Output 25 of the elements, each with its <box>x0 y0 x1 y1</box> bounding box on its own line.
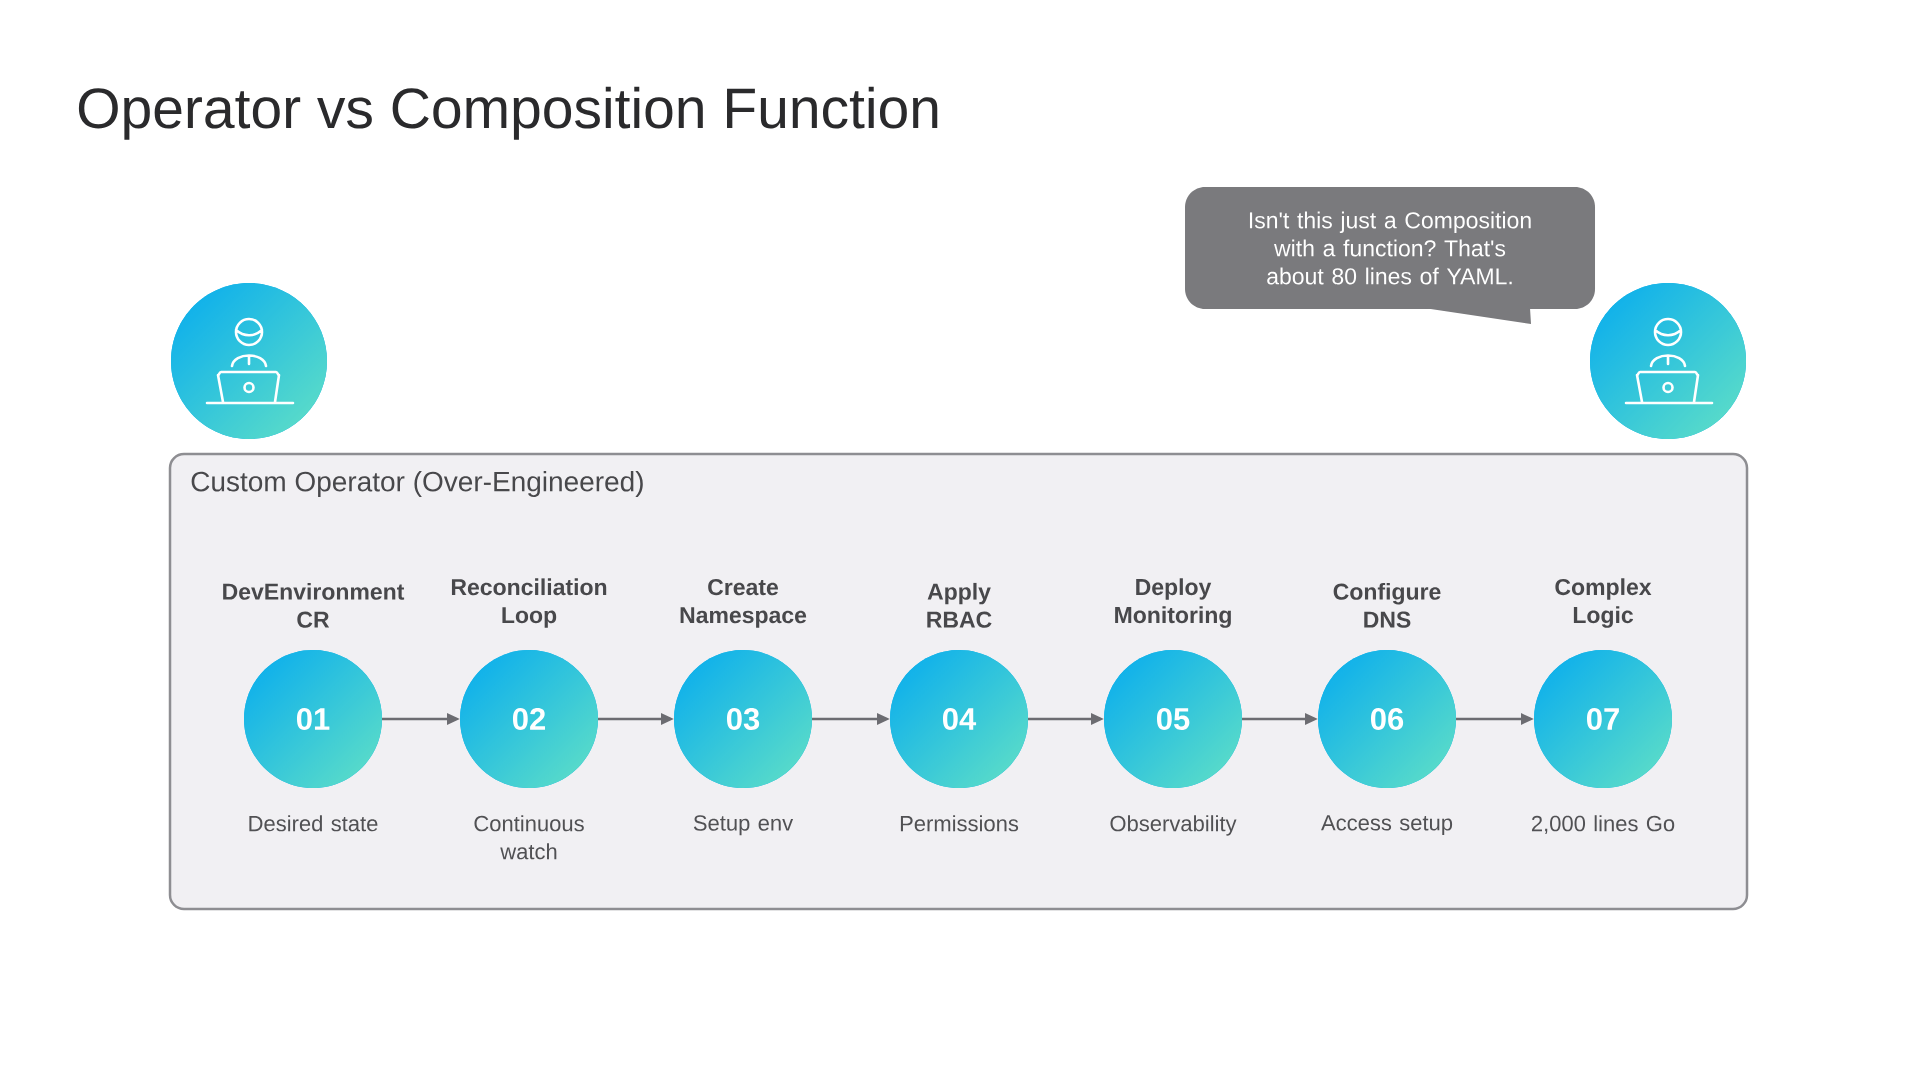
step-caption: Setup env <box>693 815 794 836</box>
title: Operator vs Composition Function <box>78 86 938 140</box>
step-number: 06 <box>1371 708 1404 730</box>
person-avatar <box>1590 283 1746 439</box>
step-heading: Complex Logic <box>1555 578 1652 628</box>
step-heading: Deploy Monitoring <box>1115 578 1231 628</box>
step-heading: Reconciliation Loop <box>451 578 607 628</box>
step-number: 03 <box>727 708 760 730</box>
step-heading: Configure DNS <box>1333 582 1441 628</box>
step-caption: Desired state <box>249 815 378 832</box>
step-number: 04 <box>943 708 977 730</box>
person-avatar <box>171 283 327 439</box>
step-heading: DevEnvironment CR <box>223 582 405 628</box>
step-caption: Continuous watch <box>474 815 584 860</box>
step-number: 02 <box>513 708 545 730</box>
speech-bubble: Isn't this just a Composition with a function? That's about 80 lines of YAML. <box>1185 187 1595 324</box>
step-heading: Apply RBAC <box>927 582 992 628</box>
step-number: 05 <box>1157 708 1190 730</box>
step-caption: 2,000 lines Go <box>1531 815 1675 834</box>
step-number: 01 <box>297 708 330 730</box>
step-caption: Observability <box>1110 815 1237 836</box>
step-caption: Access setup <box>1321 815 1453 835</box>
step-caption: Permissions <box>900 815 1019 832</box>
step-number: 07 <box>1587 708 1619 730</box>
step-heading: Create Namespace <box>680 579 807 628</box>
